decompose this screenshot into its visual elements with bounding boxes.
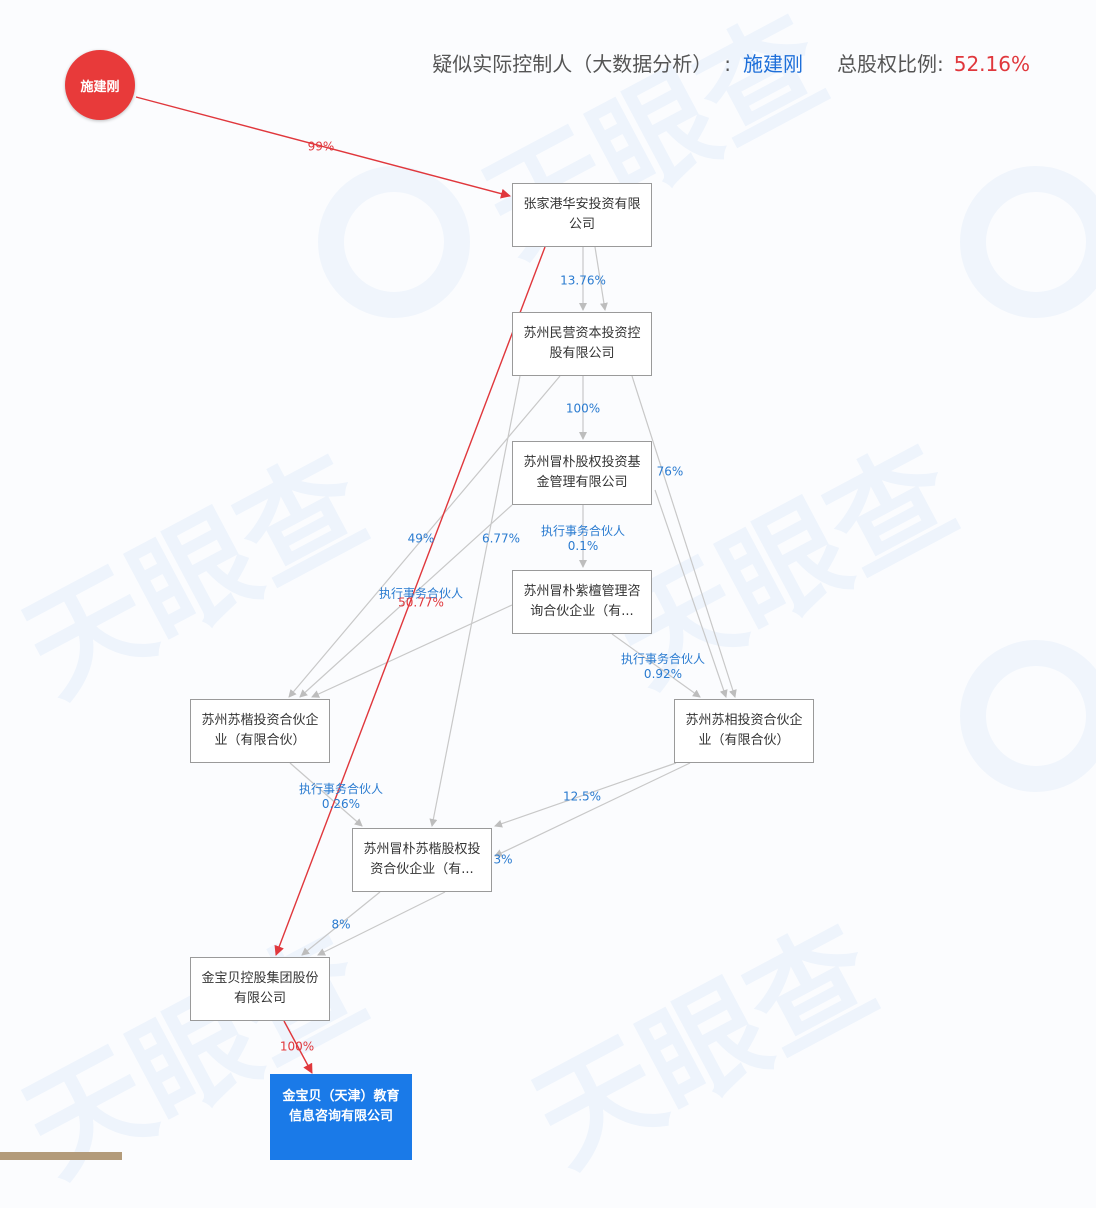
edge-label-99: 99% — [307, 139, 335, 154]
edge-n3-n5 — [299, 504, 513, 698]
node-suzhou-maopu-sukai[interactable]: 苏州冒朴苏楷股权投资合伙企业（有... — [352, 828, 492, 892]
edge-n1-n2-b — [594, 246, 608, 311]
bottom-edge-strip — [0, 1152, 122, 1160]
edge-n6-n7-b — [494, 762, 691, 857]
edge-label-partner-sukai: 执行事务合伙人 — [378, 586, 464, 601]
edge-label-partner-0-26: 执行事务合伙人 0.26% — [299, 782, 383, 812]
edge-n5-n7 — [289, 762, 363, 827]
edge-label-49: 49% — [407, 531, 435, 546]
edge-n1-n8 — [274, 246, 546, 956]
edge-n8-n9 — [283, 1020, 313, 1074]
edge-n2-n5 — [288, 375, 561, 698]
node-suzhou-minying[interactable]: 苏州民营资本投资控股有限公司 — [512, 312, 652, 376]
edge-role-label: 执行事务合伙人 — [298, 782, 384, 796]
edge-n4-n6 — [611, 633, 701, 698]
controller-summary: 疑似实际控制人（大数据分析） : 施建刚 总股权比例: 52.16% — [432, 48, 1030, 77]
edge-label-partner-0-1: 执行事务合伙人 0.1% — [541, 524, 625, 554]
node-zhangjiagang-huaan[interactable]: 张家港华安投资有限公司 — [512, 183, 652, 247]
edge-n3-n6 — [654, 489, 728, 698]
edge-label-76: 76% — [656, 464, 684, 479]
node-suzhou-maopu-zitan[interactable]: 苏州冒朴紫檀管理咨询合伙企业（有... — [512, 570, 652, 634]
controller-person-node[interactable]: 施建刚 — [65, 50, 135, 120]
edge-label-partner-0-92: 执行事务合伙人 0.92% — [621, 652, 705, 682]
edge-person-n1 — [135, 96, 511, 199]
controller-name-link[interactable]: 施建刚 — [742, 52, 803, 76]
edge-n2-n7 — [429, 375, 521, 827]
controller-label: 疑似实际控制人（大数据分析） — [432, 52, 713, 76]
edge-label-50-77: 50.77% — [398, 595, 444, 610]
node-suzhou-suxiang[interactable]: 苏州苏相投资合伙企业（有限合伙） — [674, 699, 814, 763]
node-jinbaobei-holding[interactable]: 金宝贝控股集团股份有限公司 — [190, 957, 330, 1021]
edge-label-100-target: 100% — [279, 1039, 315, 1054]
edge-value-label: 0.1% — [567, 539, 599, 553]
edge-label-13-76: 13.76% — [560, 273, 606, 288]
edge-n2-n6 — [631, 375, 737, 698]
edge-n4-n5 — [311, 604, 513, 698]
node-target-jinbaobei-tianjin[interactable]: 金宝贝（天津）教育信息咨询有限公司 — [270, 1074, 412, 1160]
node-suzhou-maopu-fund[interactable]: 苏州冒朴股权投资基金管理有限公司 — [512, 441, 652, 505]
edge-label-3: 3% — [493, 852, 513, 867]
edge-role-label: 执行事务合伙人 — [540, 524, 626, 538]
edge-value-label: 0.26% — [321, 797, 361, 811]
edge-n6-n7 — [494, 762, 677, 828]
edge-label-6-77: 6.77% — [481, 531, 521, 546]
ratio-value: 52.16% — [953, 52, 1030, 76]
edge-label-12-5: 12.5% — [562, 789, 602, 804]
edge-role-label: 执行事务合伙人 — [620, 652, 706, 666]
edge-label-100: 100% — [565, 401, 601, 416]
ownership-edges — [135, 96, 737, 1074]
node-suzhou-sukai[interactable]: 苏州苏楷投资合伙企业（有限合伙） — [190, 699, 330, 763]
ratio-label: 总股权比例: — [836, 52, 944, 76]
edge-n7-n8 — [301, 891, 381, 956]
edge-n7-n8-b — [317, 891, 446, 956]
edge-label-8: 8% — [331, 917, 351, 932]
edge-value-label: 0.92% — [643, 667, 683, 681]
controller-separator: : — [724, 52, 731, 76]
